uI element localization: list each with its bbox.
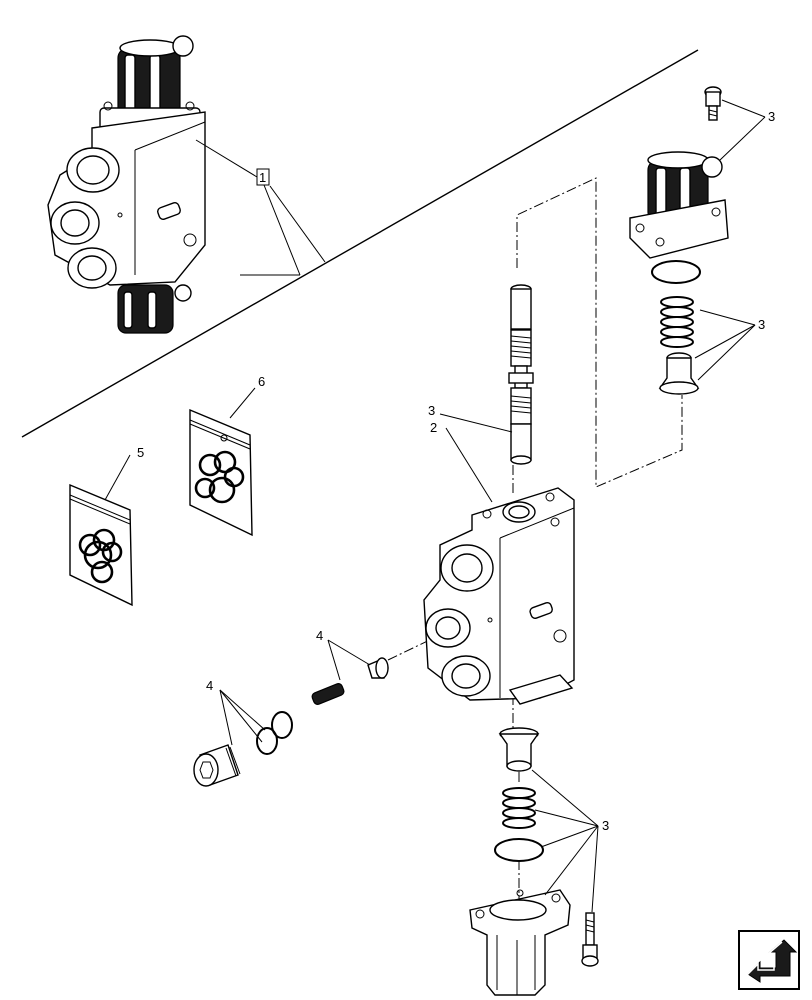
callout-4-plug: 4 xyxy=(206,678,213,693)
separator-line xyxy=(21,49,699,438)
callout-box-1 xyxy=(256,168,270,186)
callout-5: 5 xyxy=(137,445,144,460)
callout-6: 6 xyxy=(258,374,265,389)
relief-valve-parts xyxy=(193,657,389,787)
lower-cap-group xyxy=(469,727,599,996)
seal-kit-bag-6 xyxy=(189,408,253,537)
valve-section-body xyxy=(423,487,575,705)
next-page-arrow-icon[interactable] xyxy=(738,930,800,990)
callout-3-spring-top: 3 xyxy=(758,317,765,332)
callout-4-relief: 4 xyxy=(316,628,323,643)
callout-2: 2 xyxy=(430,420,437,435)
callout-1: 1 xyxy=(259,170,266,185)
callout-3-lower: 3 xyxy=(602,818,609,833)
callout-3-cap: 3 xyxy=(768,109,775,124)
complete-valve-assembly xyxy=(47,35,206,334)
valve-spool xyxy=(508,284,534,465)
callout-3-spool: 3 xyxy=(428,403,435,418)
upper-cap-group xyxy=(629,86,729,395)
seal-kit-bag-5 xyxy=(69,483,133,607)
centerline-upper xyxy=(516,177,683,488)
